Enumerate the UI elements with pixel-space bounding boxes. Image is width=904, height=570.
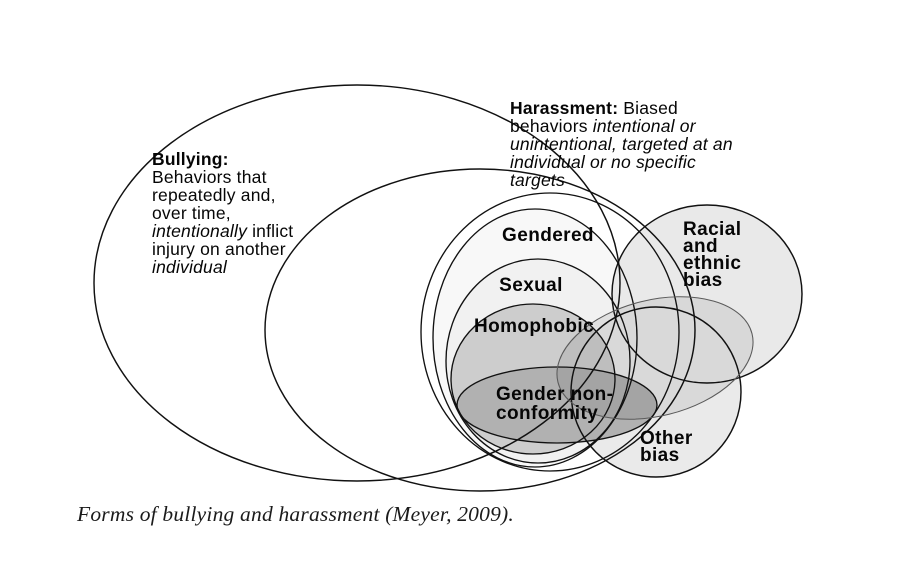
label-homophobic: Homophobic: [473, 316, 595, 337]
homophobic-ellipse: [450, 303, 616, 455]
sexual-ellipse: [445, 258, 631, 464]
label-gender-nonconformity: Gender non- conformity: [496, 384, 614, 424]
overlap-shade-ellipse-fill: [556, 296, 754, 420]
figure-caption: Forms of bullying and harassment (Meyer,…: [77, 502, 514, 526]
venn-stroke-layer: [93, 84, 803, 492]
gender-nonconformity-ellipse-fill: [457, 367, 657, 443]
racial-bias-circle: [611, 204, 803, 384]
label-other-bias: Other bias: [640, 428, 693, 466]
bullying-definition: Bullying: Behaviors that repeatedly and,…: [152, 149, 294, 277]
label-racial-ethnic-bias: Racial and ethnic bias: [683, 219, 742, 291]
gendered-ellipse: [432, 208, 638, 468]
gender-nonconformity-ellipse: [456, 366, 658, 444]
label-sexual: Sexual: [499, 275, 563, 296]
harassment-inner-ellipse: [420, 192, 680, 472]
harassment-definition: Harassment: Biased behaviors intentional…: [510, 98, 733, 190]
venn-fill-layer: [433, 205, 802, 477]
overlap-shade-ellipse: [556, 296, 754, 420]
bullying-title-line: Bullying:: [152, 149, 229, 169]
harassment-ellipse: [264, 168, 696, 492]
harassment-title-line: Harassment: Biased: [510, 98, 678, 118]
bullying-ellipse: [93, 84, 621, 482]
other-bias-circle: [570, 306, 742, 478]
label-gendered: Gendered: [502, 225, 594, 246]
